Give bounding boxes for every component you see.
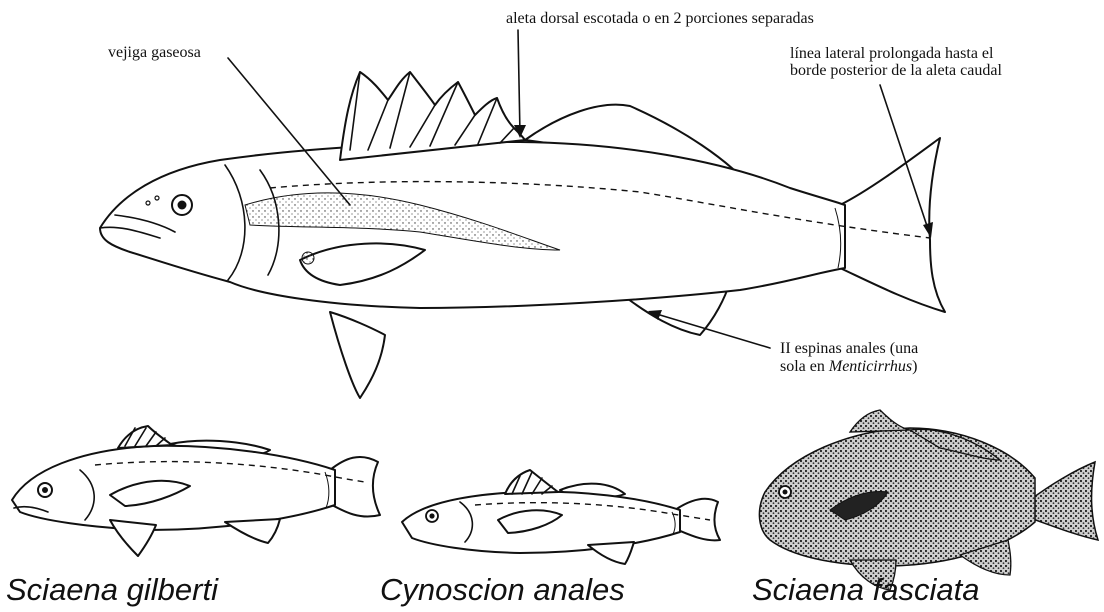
sciaena-gilberti-illustration	[12, 426, 380, 556]
label-swim-bladder: vejiga gaseosa	[108, 44, 201, 62]
label-anal-spines-1: II espinas anales (una	[780, 340, 918, 358]
label-dorsal-fin: aleta dorsal escotada o en 2 porciones s…	[506, 10, 814, 28]
label-lateral-line-2: borde posterior de la aleta caudal	[790, 62, 1002, 80]
label-lateral-line-1: línea lateral prolongada hasta el	[790, 45, 993, 63]
species-name-sciaena-gilberti: Sciaena gilberti	[6, 573, 218, 607]
label-anal-spines-2: sola en Menticirrhus)	[780, 358, 917, 376]
species-name-sciaena-fasciata: Sciaena fasciata	[752, 573, 979, 607]
cynoscion-anales-illustration	[402, 470, 720, 564]
pelvic-fin	[330, 312, 385, 398]
species-name-cynoscion-anales: Cynoscion anales	[380, 573, 625, 607]
sciaena-fasciata-illustration	[759, 410, 1098, 590]
leader-dorsal-fin	[518, 30, 520, 135]
label-anal-spines-2-prefix: sola en	[780, 358, 829, 375]
label-anal-spines-2-suffix: )	[912, 358, 917, 375]
label-anal-spines-genus: Menticirrhus	[829, 358, 912, 375]
